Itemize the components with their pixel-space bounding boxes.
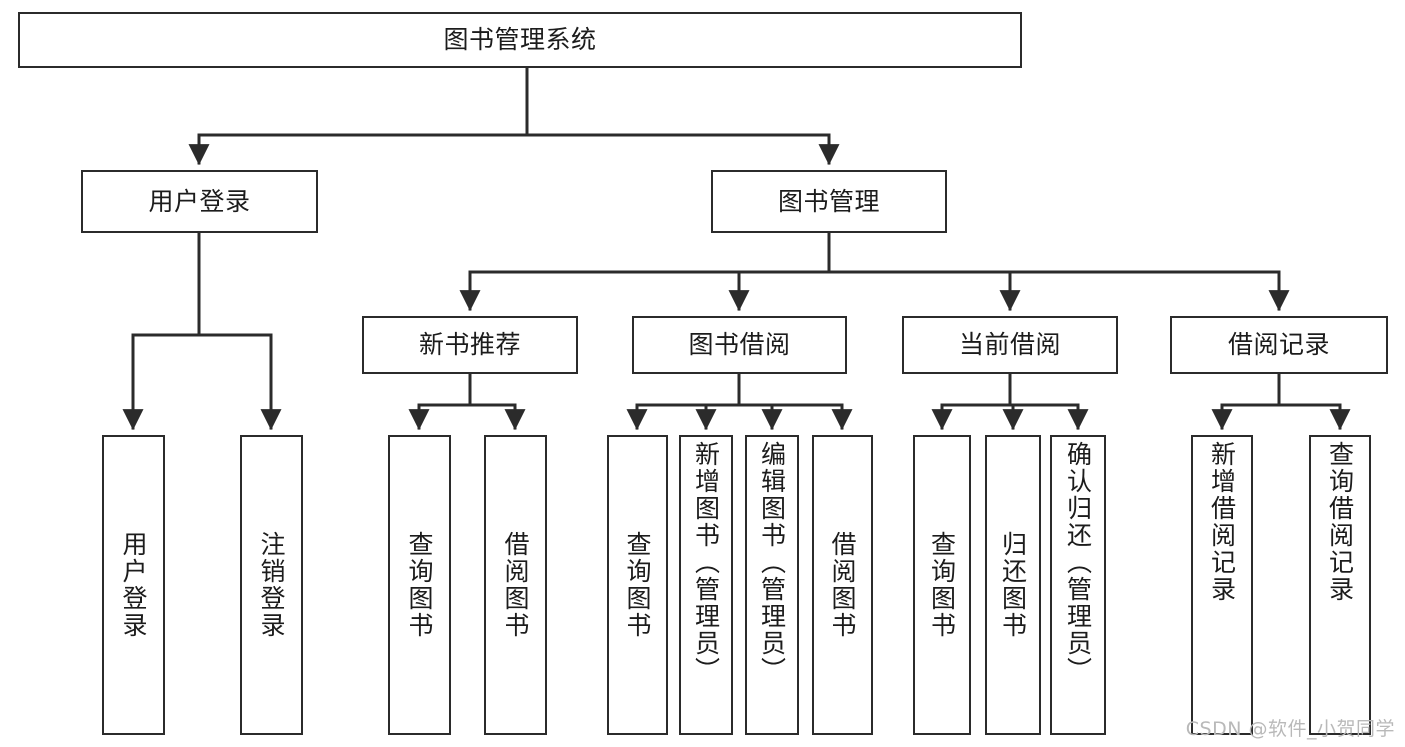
node-label-leaf-user-logout: 注销登录 (257, 531, 286, 639)
node-label-leaf-bb-edit: 编辑图书（管理员） (757, 441, 787, 684)
node-label-leaf-cb-query: 查询图书 (927, 531, 957, 639)
node-label-book-manage: 图书管理 (777, 186, 880, 216)
node-label-leaf-cb-confirm: 确认归还（管理员） (1063, 441, 1093, 684)
node-leaf-cb-confirm[interactable]: 确认归还（管理员） (1050, 435, 1106, 735)
node-label-root: 图书管理系统 (443, 25, 597, 54)
node-label-new-book-rec: 新书推荐 (418, 330, 521, 359)
node-label-leaf-rec-borrow: 借阅图书 (501, 531, 530, 639)
node-leaf-bb-query[interactable]: 查询图书 (607, 435, 668, 735)
node-label-leaf-cb-return: 归还图书 (998, 531, 1028, 639)
node-leaf-bb-borrow[interactable]: 借阅图书 (812, 435, 873, 735)
node-leaf-br-add[interactable]: 新增借阅记录 (1191, 435, 1253, 735)
node-leaf-bb-add[interactable]: 新增图书（管理员） (679, 435, 733, 735)
node-label-leaf-user-login: 用户登录 (119, 531, 148, 639)
node-label-leaf-bb-query: 查询图书 (623, 531, 652, 639)
node-label-book-borrow: 图书借阅 (688, 330, 791, 359)
node-label-current-borrow: 当前借阅 (958, 330, 1061, 359)
csdn-watermark: CSDN @软件_小贺同学 (1185, 718, 1395, 740)
node-leaf-cb-return[interactable]: 归还图书 (985, 435, 1041, 735)
node-label-leaf-bb-borrow: 借阅图书 (828, 531, 857, 639)
node-label-leaf-bb-add: 新增图书（管理员） (691, 441, 721, 684)
node-book-manage[interactable]: 图书管理 (711, 170, 947, 233)
node-book-borrow[interactable]: 图书借阅 (632, 316, 847, 374)
node-leaf-br-query[interactable]: 查询借阅记录 (1309, 435, 1371, 735)
node-leaf-user-login[interactable]: 用户登录 (102, 435, 165, 735)
node-leaf-rec-query[interactable]: 查询图书 (388, 435, 451, 735)
node-label-user-login: 用户登录 (148, 186, 251, 216)
node-leaf-bb-edit[interactable]: 编辑图书（管理员） (745, 435, 799, 735)
node-root[interactable]: 图书管理系统 (18, 12, 1022, 68)
node-current-borrow[interactable]: 当前借阅 (902, 316, 1118, 374)
node-label-leaf-br-add: 新增借阅记录 (1207, 441, 1237, 603)
node-leaf-cb-query[interactable]: 查询图书 (913, 435, 971, 735)
node-new-book-rec[interactable]: 新书推荐 (362, 316, 578, 374)
node-borrow-record[interactable]: 借阅记录 (1170, 316, 1388, 374)
node-label-leaf-rec-query: 查询图书 (405, 531, 434, 639)
node-user-login[interactable]: 用户登录 (81, 170, 318, 233)
node-label-leaf-br-query: 查询借阅记录 (1325, 441, 1355, 603)
node-leaf-rec-borrow[interactable]: 借阅图书 (484, 435, 547, 735)
node-label-borrow-record: 借阅记录 (1227, 330, 1330, 359)
node-leaf-user-logout[interactable]: 注销登录 (240, 435, 303, 735)
